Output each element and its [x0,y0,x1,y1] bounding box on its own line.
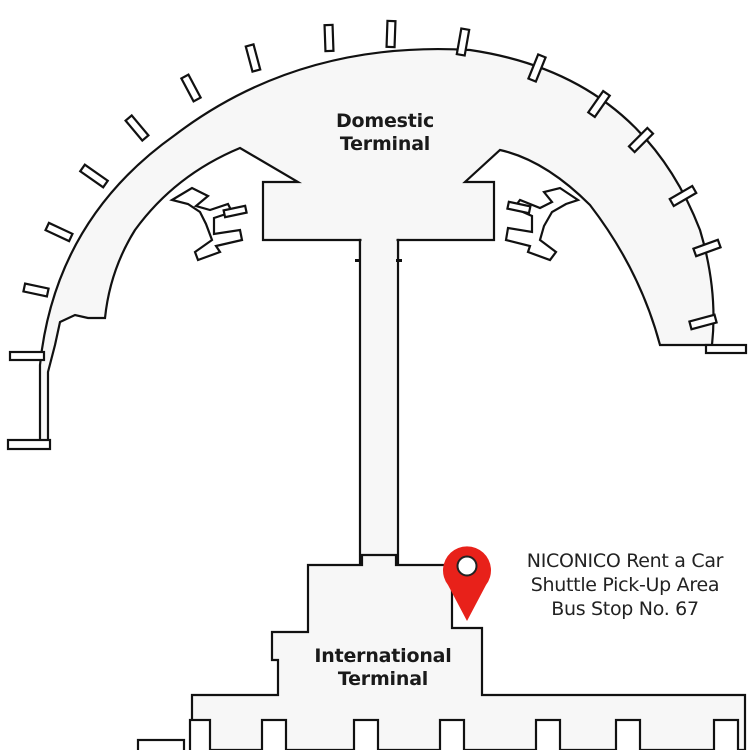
domestic-inner-pier-right [504,186,581,262]
gate-stub [323,23,335,53]
gate-stub [188,718,212,750]
gate-stub [526,53,548,83]
international-gates [136,718,740,750]
domestic-terminal-label: Domestic Terminal [300,110,470,156]
pickup-location-line1: NICONICO Rent a Car [526,550,724,572]
gate-stub [627,126,655,154]
gate-stub [692,238,722,258]
gate-stub [534,718,562,750]
pickup-location-label: NICONICO Rent a Car Shuttle Pick-Up Area… [502,549,748,621]
pickup-location-line3: Bus Stop No. 67 [551,598,699,620]
international-terminal [190,553,747,750]
gate-stub [668,184,698,208]
gate-stub [124,113,150,143]
gate-stub [438,718,466,750]
pier-outline [504,186,581,262]
gate-stub [614,718,642,750]
gate-stub [506,200,532,215]
map-pin-body [443,546,491,621]
gate-stub [385,19,397,49]
domestic-terminal-label-line1: Domestic [335,110,435,132]
gate-stub [22,282,50,298]
gate-stub [179,73,203,103]
pier-outline [169,186,244,262]
domestic-inner-pier-left [169,186,248,262]
gate-stub [586,89,612,119]
map-pin-hole [456,555,478,577]
domestic-gates [6,19,748,451]
gate-stub [712,718,740,750]
gate-stub [688,313,718,331]
international-terminal-label-line1: International [314,645,452,667]
international-terminal-label: International Terminal [298,645,468,691]
international-terminal-label-line2: Terminal [337,668,429,690]
gate-stub [78,163,110,189]
gate-stub [222,204,248,219]
gate-stub [44,221,74,243]
gate-stub [352,718,380,750]
connector-door-left [355,259,361,262]
connector-door-right [396,259,402,262]
connector-walkway-join-top [361,236,397,244]
pickup-location-line2: Shuttle Pick-Up Area [530,574,720,596]
gate-stub [704,343,748,355]
domestic-terminal-label-line2: Terminal [339,133,431,155]
gate-stub [260,718,288,750]
gate-stub [244,43,262,73]
gate-stub [455,27,471,57]
gate-stub [136,738,186,750]
gate-stub [6,438,52,451]
gate-stub [8,350,46,362]
map-pin-icon[interactable] [440,539,494,623]
connector-walkway [358,238,400,572]
